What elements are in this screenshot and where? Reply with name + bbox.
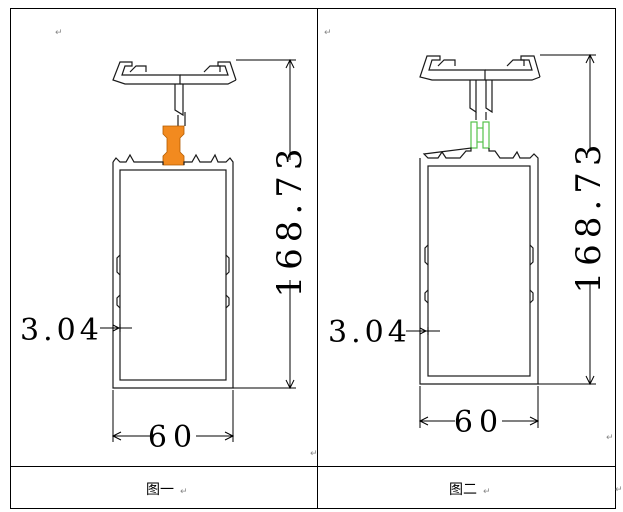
figure-2: 168.73 3.04 60 图二 ↵ [328, 53, 609, 498]
paragraph-mark: ↵ [483, 487, 491, 497]
paragraph-mark: ↵ [55, 28, 63, 38]
green-connector [470, 121, 490, 149]
width-dimension-line [418, 386, 540, 428]
width-dimension-label: 60 [148, 420, 198, 455]
wall-thickness-label: 3.04 [20, 313, 103, 348]
figure-caption: 图一 [146, 482, 174, 498]
height-dimension-line [233, 58, 296, 390]
paragraph-mark: ↵ [615, 485, 623, 495]
width-dimension-label: 60 [454, 405, 504, 440]
wall-thickness-arrow [100, 324, 132, 332]
paragraph-mark: ↵ [324, 28, 332, 38]
width-dimension-line [111, 390, 235, 442]
wall-thickness-label: 3.04 [328, 315, 411, 350]
height-dimension-line [538, 53, 596, 386]
box-profile [419, 147, 539, 385]
box-profile [112, 153, 234, 389]
height-dimension-label: 168.73 [270, 143, 310, 298]
figure-1: 168.73 3.04 60 图一 ↵ [20, 58, 310, 498]
t-profile [112, 61, 237, 126]
figure-caption: 图二 [449, 482, 477, 498]
paragraph-mark: ↵ [180, 487, 188, 497]
table-frame [10, 8, 616, 509]
height-dimension-label: 168.73 [569, 139, 609, 294]
paragraph-mark: ↵ [606, 433, 614, 443]
orange-connector [162, 125, 185, 166]
t-profile [419, 55, 541, 120]
paragraph-mark: ↵ [310, 449, 318, 459]
wall-thickness-arrow [406, 327, 440, 335]
